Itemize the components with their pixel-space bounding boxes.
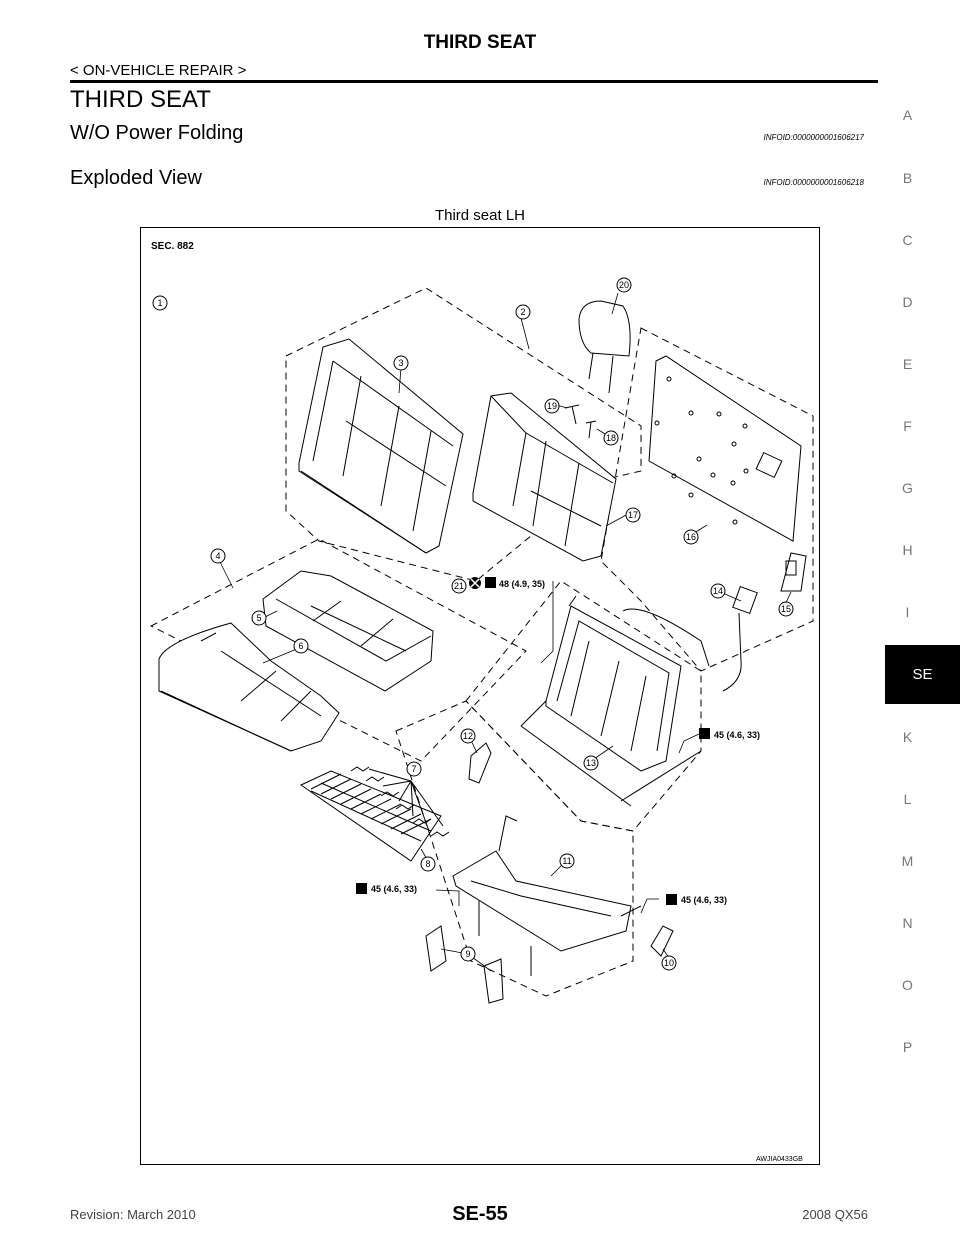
- side-nav-item-h[interactable]: H: [902, 542, 913, 558]
- callout-8: 8: [425, 859, 430, 869]
- callout-21: 21: [454, 581, 464, 591]
- callout-2: 2: [520, 307, 525, 317]
- springs-part: [350, 766, 450, 837]
- seat-frame-part: [520, 595, 702, 807]
- seatback-cushion-part: [298, 338, 464, 554]
- side-nav-item-se-active[interactable]: SE: [885, 645, 960, 704]
- side-nav-item-o[interactable]: O: [902, 977, 913, 993]
- torque-label-45-lower-left: 45 (4.6, 33): [371, 884, 417, 894]
- callout-7: 7: [411, 764, 416, 774]
- torque-label-45-lower-right: 45 (4.6, 33): [681, 895, 727, 905]
- callout-9: 9: [465, 949, 470, 959]
- page-header-subtitle: < ON-VEHICLE REPAIR >: [70, 62, 247, 79]
- header-rule: [70, 80, 878, 83]
- exploded-view-figure: 1 2 3 4 5 6 7 8 9 10 11 12 13 14 15 16 1…: [140, 227, 820, 1165]
- footer-page-number: SE-55: [452, 1203, 508, 1225]
- infoid-exploded-view: INFOID:0000000001606218: [763, 178, 864, 187]
- subsection-title-wo-power-folding: W/O Power Folding: [70, 122, 244, 144]
- handle-part: [780, 552, 807, 592]
- spring-mat-part: [299, 770, 442, 862]
- torque-wrench-icon: [356, 577, 710, 905]
- infoid-wo-power-folding: INFOID:0000000001606217: [763, 133, 864, 142]
- bracket-9-part: [425, 925, 504, 1004]
- side-nav-item-c[interactable]: C: [902, 232, 913, 248]
- torque-label-45-frame: 45 (4.6, 33): [714, 730, 760, 740]
- page-header-title: THIRD SEAT: [423, 32, 537, 53]
- side-nav-item-g[interactable]: G: [902, 480, 913, 496]
- side-nav-item-f[interactable]: F: [903, 418, 912, 434]
- side-nav-item-d[interactable]: D: [902, 294, 913, 310]
- side-nav-item-m[interactable]: M: [901, 853, 914, 869]
- side-nav-item-l[interactable]: L: [903, 791, 912, 807]
- side-nav-item-a[interactable]: A: [902, 107, 913, 123]
- callout-15: 15: [781, 604, 791, 614]
- cable-part: [622, 585, 758, 692]
- side-nav-item-i[interactable]: I: [905, 604, 910, 620]
- sec-label: SEC. 882: [151, 241, 194, 252]
- callout-16: 16: [686, 532, 696, 542]
- back-board-part: [648, 355, 802, 542]
- callout-14: 14: [713, 586, 723, 596]
- exploded-view-diagram: 1 2 3 4 5 6 7 8 9 10 11 12 13 14 15 16 1…: [149, 241, 814, 1163]
- callout-3: 3: [398, 358, 403, 368]
- callout-4: 4: [215, 551, 220, 561]
- callout-18: 18: [606, 433, 616, 443]
- footer-model: 2008 QX56: [802, 1207, 868, 1222]
- subsection-title-exploded-view: Exploded View: [70, 167, 202, 189]
- seat-cushion-part: [158, 622, 340, 752]
- bracket-10-part: [650, 925, 674, 957]
- figure-code: AWJIA0433GB: [756, 1156, 803, 1163]
- callout-10: 10: [664, 958, 674, 968]
- bracket-12-part: [468, 742, 492, 784]
- torque-label-48: 48 (4.9, 35): [499, 579, 545, 589]
- do-not-reuse-icon: [469, 577, 481, 589]
- side-nav-item-p[interactable]: P: [902, 1039, 913, 1055]
- lower-frame-part: [452, 815, 642, 976]
- callout-17: 17: [628, 510, 638, 520]
- side-nav-item-n[interactable]: N: [902, 915, 913, 931]
- footer-revision: Revision: March 2010: [70, 1207, 196, 1222]
- figure-caption: Third seat LH: [434, 207, 526, 224]
- callout-19: 19: [547, 401, 557, 411]
- headrest-part: [578, 300, 631, 394]
- callout-1: 1: [157, 298, 162, 308]
- callout-13: 13: [586, 758, 596, 768]
- bolt-parts: [564, 404, 597, 439]
- seat-cushion-trim-part: [262, 570, 434, 692]
- side-nav-item-k[interactable]: K: [902, 729, 913, 745]
- callout-numbers: 1 2 3 4 5 6 7 8 9 10 11 12 13 14 15 16 1…: [157, 280, 791, 968]
- callout-11: 11: [562, 856, 571, 866]
- seatback-trim-part: [472, 392, 617, 562]
- callout-12: 12: [463, 731, 473, 741]
- callout-6: 6: [298, 641, 303, 651]
- section-title: THIRD SEAT: [70, 86, 211, 113]
- side-nav-item-b[interactable]: B: [902, 170, 913, 186]
- callout-20: 20: [619, 280, 629, 290]
- side-nav-item-e[interactable]: E: [902, 356, 913, 372]
- callout-circles: [152, 277, 794, 971]
- callout-5: 5: [256, 613, 261, 623]
